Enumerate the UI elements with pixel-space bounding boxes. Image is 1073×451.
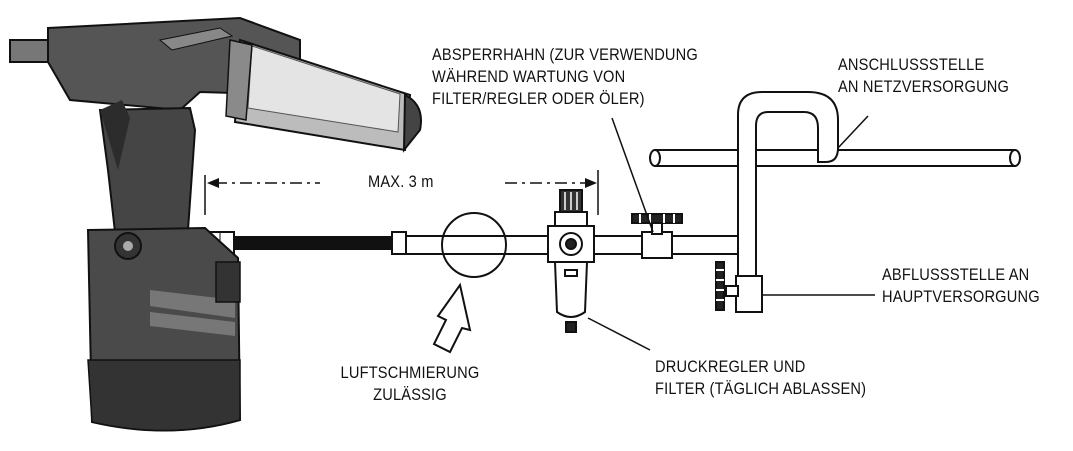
distance-dimension: [204, 170, 599, 215]
connection-point-label: ANSCHLUSSSTELLE AN NETZVERSORGUNG: [838, 55, 1010, 96]
air-hose: [199, 231, 407, 255]
shutoff-valve-label: ABSPERRHAHN (ZUR VERWENDUNG WÄHREND WART…: [432, 45, 698, 108]
regulator-filter-label: DRUCKREGLER UND FILTER (TÄGLICH ABLASSEN…: [655, 357, 867, 398]
drop-pipe: [737, 91, 839, 290]
distance-label: MAX. 3 m: [368, 172, 434, 191]
leader-lines: [587, 115, 875, 351]
rivet-tool: [9, 16, 422, 432]
lubricator-location-circle: [441, 212, 507, 278]
drain-tap: [715, 261, 763, 313]
pressure-regulator-filter: [547, 189, 595, 333]
lubricator-arrow: [432, 282, 472, 354]
lubrication-label: LUFTSCHMIERUNG ZULÄSSIG: [340, 363, 480, 404]
drain-point-label: ABFLUSSSTELLE AN HAUPTVERSORGUNG: [882, 265, 1040, 306]
